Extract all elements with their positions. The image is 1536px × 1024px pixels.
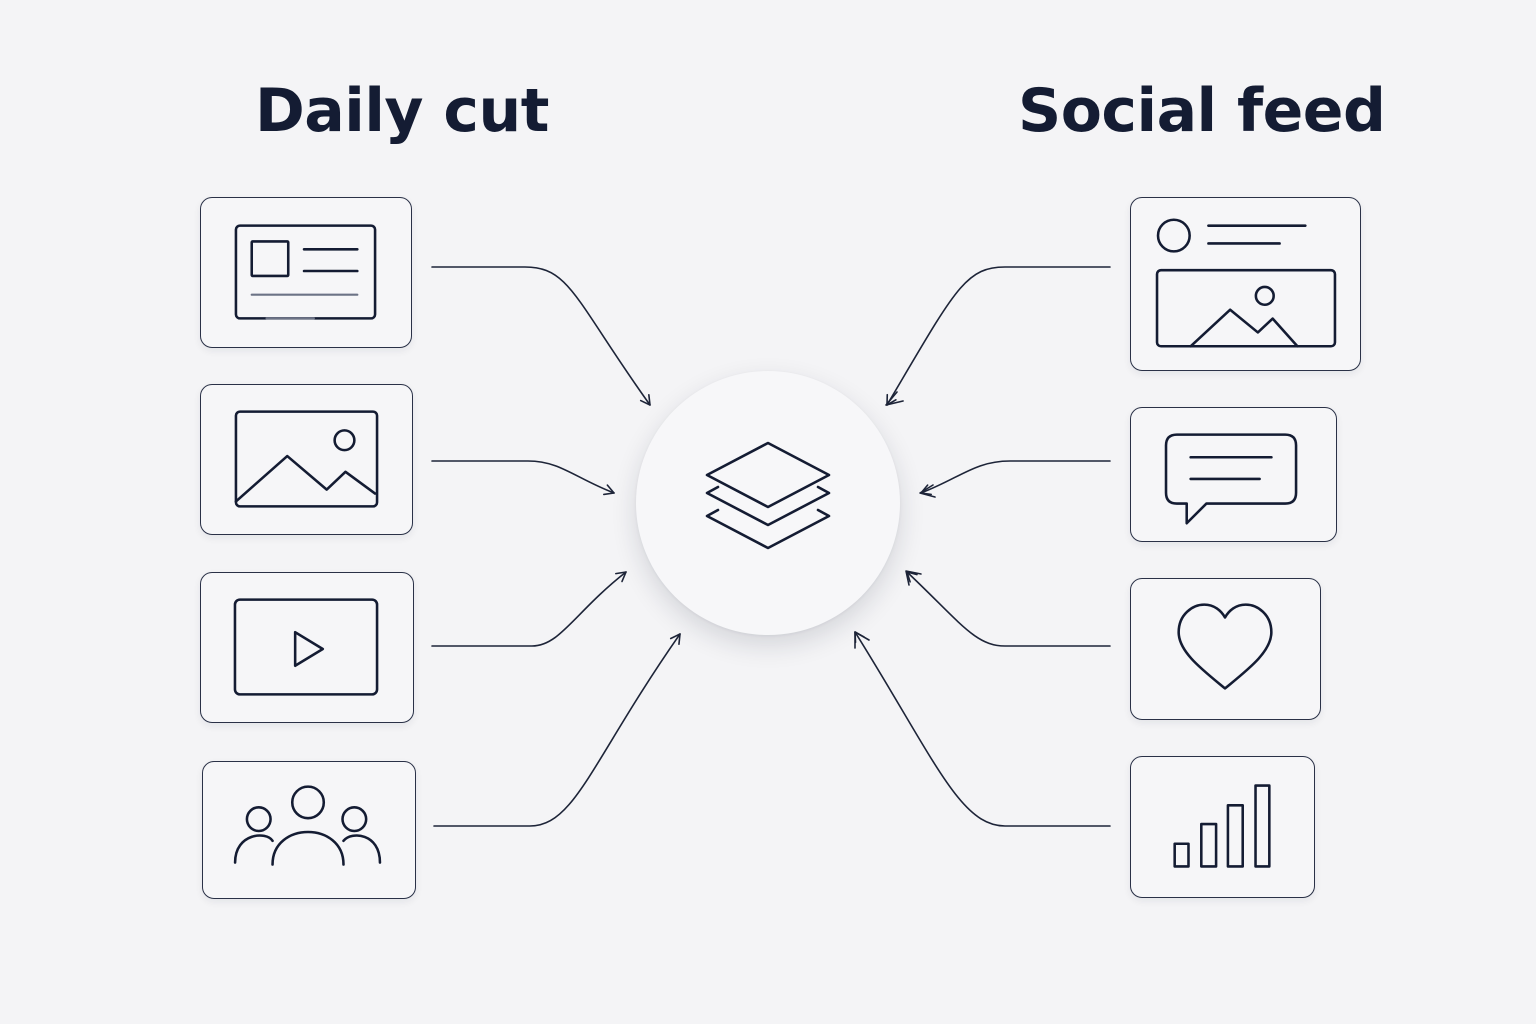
connector-left-4 xyxy=(433,633,681,827)
connector-right-3-head xyxy=(905,570,922,586)
connector-right-3 xyxy=(906,571,1111,647)
video-play-icon xyxy=(233,598,379,696)
connector-right-1-head xyxy=(885,391,904,406)
connector-right-4-head xyxy=(854,631,870,649)
central-hub[interactable] xyxy=(636,371,900,635)
right-group-title: Social feed xyxy=(1018,76,1386,146)
right-card-stats[interactable] xyxy=(1130,756,1315,898)
connector-left-1 xyxy=(431,266,651,406)
left-card-people[interactable] xyxy=(202,761,416,899)
right-card-like[interactable] xyxy=(1130,578,1321,720)
left-group-title: Daily cut xyxy=(255,76,549,146)
connector-left-3 xyxy=(431,571,627,647)
bar-chart-icon xyxy=(1173,784,1271,868)
connector-right-2-head xyxy=(919,484,936,498)
layers-icon xyxy=(705,441,831,550)
connector-left-2 xyxy=(431,460,615,496)
image-icon xyxy=(234,410,379,508)
article-card-icon xyxy=(234,224,377,320)
connector-right-1 xyxy=(886,266,1111,406)
connector-right-2 xyxy=(920,460,1111,496)
left-card-video[interactable] xyxy=(200,572,414,723)
left-card-image[interactable] xyxy=(200,384,413,535)
social-post-icon xyxy=(1155,218,1337,348)
chat-bubble-icon xyxy=(1164,433,1298,525)
right-card-post[interactable] xyxy=(1130,197,1361,371)
connector-right-4 xyxy=(854,631,1111,827)
left-card-article[interactable] xyxy=(200,197,412,348)
people-group-icon xyxy=(233,785,382,866)
heart-icon xyxy=(1177,603,1273,690)
right-card-chat[interactable] xyxy=(1130,407,1337,542)
